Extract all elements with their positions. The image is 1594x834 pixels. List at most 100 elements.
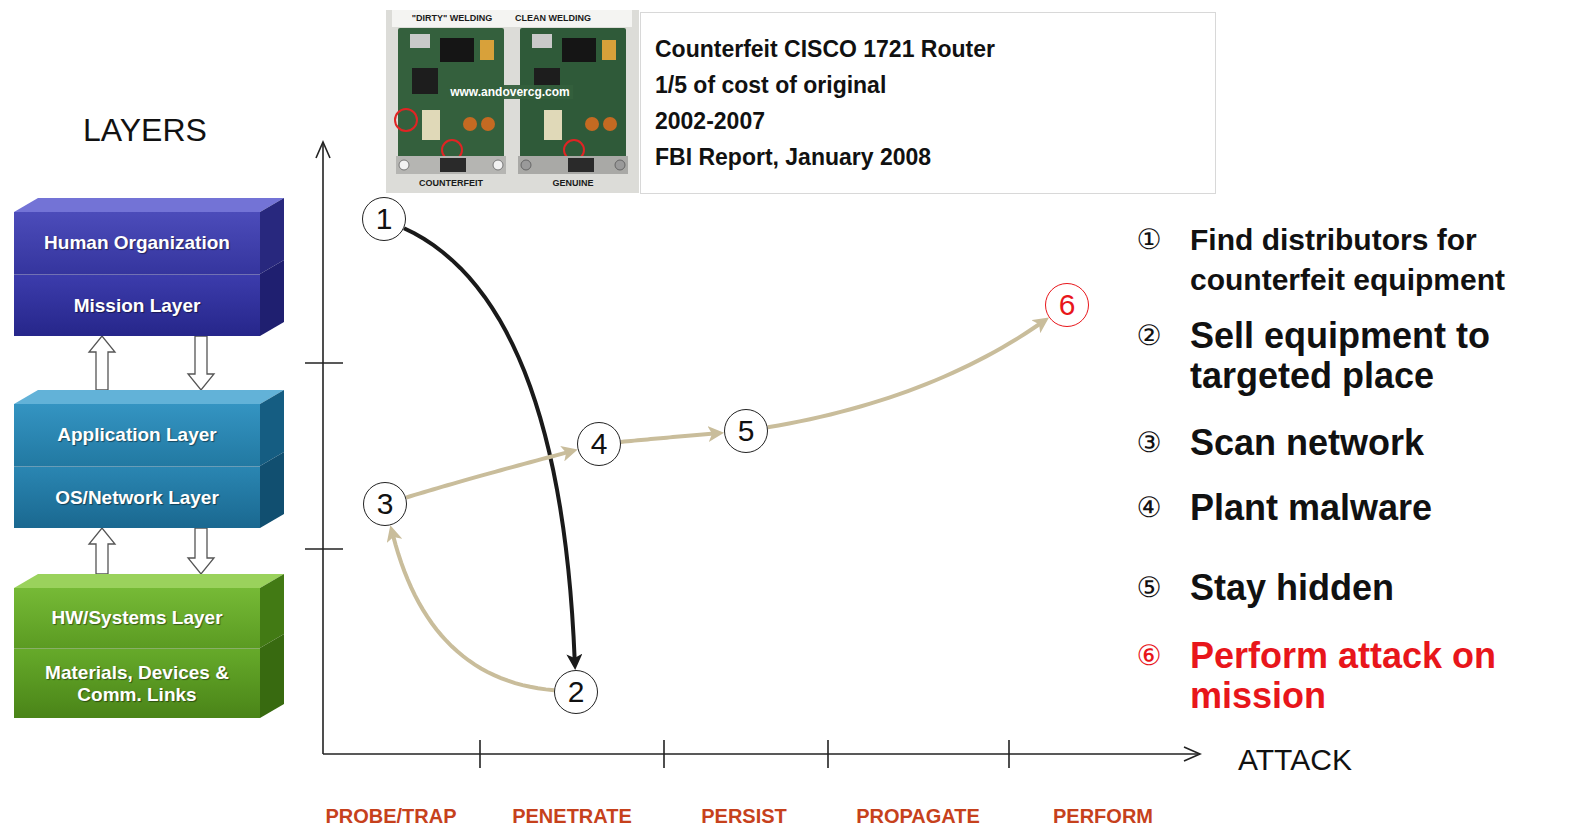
step-circle: 4 <box>577 422 621 466</box>
block-arrow <box>188 528 214 574</box>
block-arrow <box>89 528 115 574</box>
photo-label: COUNTERFEIT <box>419 178 483 189</box>
bracket <box>396 156 506 174</box>
step-circle: 2 <box>554 670 598 714</box>
layer-name: Materials, Devices & Comm. Links <box>14 662 260 706</box>
photo-label: GENUINE <box>552 178 593 189</box>
step-number: 1 <box>376 204 393 234</box>
teal-block-faces <box>14 390 284 528</box>
screw <box>615 160 625 170</box>
axis-title: LAYERS <box>83 111 207 149</box>
attack-step-arrow <box>393 535 554 690</box>
label-strip <box>392 10 632 27</box>
callout-number: ② <box>1136 316 1161 356</box>
layer-name: OS/Network Layer <box>14 487 260 509</box>
axis-tick <box>663 740 665 768</box>
step-number: 2 <box>568 677 585 707</box>
router-photo <box>386 10 639 193</box>
step-text: Plant malware <box>1190 488 1580 528</box>
layer-name: HW/Systems Layer <box>14 607 260 629</box>
purple-block-faces <box>14 198 284 336</box>
layer-name: Application Layer <box>14 424 260 446</box>
jack <box>568 158 594 172</box>
photo-label: CLEAN WELDING <box>515 13 591 24</box>
axis-title: ATTACK <box>1238 742 1352 778</box>
y-axis <box>322 144 324 754</box>
attack-step-arrow <box>406 452 568 497</box>
screw <box>521 160 531 170</box>
callout-number: ④ <box>1136 488 1161 528</box>
axis-tick <box>305 548 343 550</box>
block-side-face <box>260 260 284 336</box>
axes <box>305 142 1200 768</box>
callout-number: ① <box>1136 220 1161 260</box>
chip <box>412 68 438 94</box>
attack-step-arrow <box>621 434 714 442</box>
connector <box>532 34 552 48</box>
axis-tick <box>1008 740 1010 768</box>
chip <box>562 38 596 62</box>
step-text: Sell equipment to targeted place <box>1190 316 1580 396</box>
phase-label: PERSIST <box>701 804 787 828</box>
block-side-face <box>260 634 284 718</box>
component <box>480 40 494 60</box>
photo-ground <box>386 10 639 193</box>
caption-line: 1/5 of cost of original <box>655 67 1201 103</box>
green-block-faces <box>14 574 284 718</box>
phase-label: PROPAGATE <box>856 804 980 828</box>
bracket <box>518 156 628 174</box>
attack-step-arrow <box>404 228 575 660</box>
chip <box>440 38 474 62</box>
genuine-card <box>518 28 628 174</box>
axis-arrowhead <box>316 142 330 158</box>
screw <box>493 160 503 170</box>
step-text: Find distributors for counterfeit equipm… <box>1190 220 1580 300</box>
layer-box: Application Layer <box>14 390 260 466</box>
transformer <box>422 110 440 140</box>
caption-line: Counterfeit CISCO 1721 Router <box>655 31 1201 67</box>
layer-box: Materials, Devices & Comm. Links <box>14 648 260 718</box>
capacitor <box>603 117 617 131</box>
step-circle: 1 <box>362 197 406 241</box>
caption-line: FBI Report, January 2008 <box>655 139 1201 175</box>
step-text: Perform attack on mission <box>1190 636 1580 716</box>
layer-box: OS/Network Layer <box>14 466 260 528</box>
block-arrow <box>89 336 115 390</box>
watermark: www.andovercg.com <box>447 85 573 99</box>
caption-line: 2002-2007 <box>655 103 1201 139</box>
photo-label: "DIRTY" WELDING <box>412 13 493 24</box>
phase-label: PENETRATE <box>512 804 632 828</box>
phase-label: PERFORM <box>1053 804 1153 828</box>
transformer <box>544 110 562 140</box>
capacitor <box>585 117 599 131</box>
callout-number: ⑤ <box>1136 568 1161 608</box>
axis-tick <box>305 362 343 364</box>
step-circle: 6 <box>1045 283 1089 327</box>
step-number: 6 <box>1059 290 1076 320</box>
highlight-ring <box>395 109 417 131</box>
layer-name: Mission Layer <box>14 295 260 317</box>
block-side-face <box>260 452 284 528</box>
screw <box>399 160 409 170</box>
callout-number: ⑥ <box>1136 636 1161 676</box>
layer-box: HW/Systems Layer <box>14 574 260 648</box>
attack-step-arrow <box>768 323 1041 427</box>
phase-label: PROBE/TRAP <box>325 804 456 828</box>
caption-box: Counterfeit CISCO 1721 Router1/5 of cost… <box>640 12 1216 194</box>
axis-tick <box>479 740 481 768</box>
component <box>602 40 616 60</box>
callout-number: ③ <box>1136 423 1161 463</box>
layer-box: Human Organization <box>14 198 260 274</box>
step-number: 4 <box>591 429 608 459</box>
capacitor <box>481 117 495 131</box>
step-text: Scan network <box>1190 423 1580 463</box>
layer-name: Human Organization <box>14 232 260 254</box>
step-number: 3 <box>377 489 394 519</box>
jack <box>440 158 466 172</box>
step-circle: 5 <box>724 409 768 453</box>
capacitor <box>463 117 477 131</box>
connector <box>410 34 430 48</box>
axis-arrowhead <box>1184 747 1200 761</box>
block-arrow <box>188 336 214 390</box>
